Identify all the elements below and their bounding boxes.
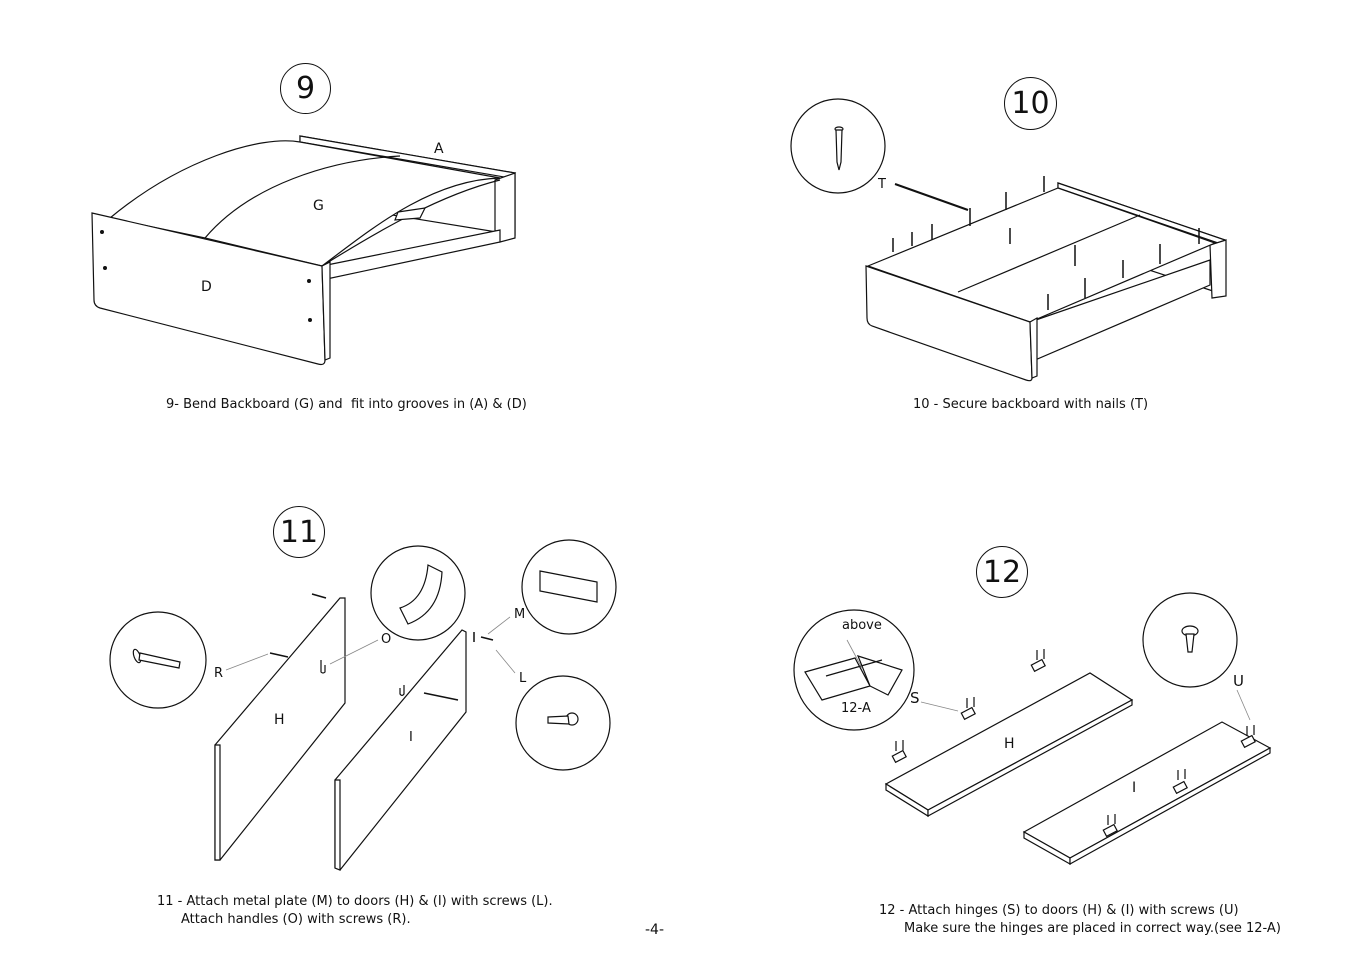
step-12-caption-line2: Make sure the hinges are placed in corre…	[904, 921, 1281, 936]
label-t: T	[878, 177, 886, 192]
step-12-number: 12	[976, 546, 1028, 598]
label-above: above	[842, 618, 882, 633]
step-9-number: 9	[280, 63, 331, 114]
label-l: L	[519, 671, 527, 686]
label-12a: 12-A	[841, 701, 871, 716]
label-h-door: H	[274, 712, 285, 728]
label-u: U	[1233, 672, 1244, 690]
step-11-number: 11	[273, 506, 325, 558]
label-r: R	[214, 666, 224, 681]
label-o: O	[381, 632, 392, 647]
step-12-caption-line1: 12 - Attach hinges (S) to doors (H) & (I…	[879, 903, 1239, 918]
step-10-number: 10	[1004, 77, 1057, 130]
step-11-caption-line1: 11 - Attach metal plate (M) to doors (H)…	[157, 894, 553, 909]
label-i-door-12: I	[1132, 780, 1137, 796]
step-11-caption-line2: Attach handles (O) with screws (R).	[181, 912, 411, 927]
label-a: A	[434, 141, 444, 157]
step-10-caption: 10 - Secure backboard with nails (T)	[913, 397, 1149, 412]
label-h-door-12: H	[1004, 736, 1015, 752]
label-i-door: I	[409, 730, 413, 745]
label-m: M	[514, 607, 526, 622]
label-d: D	[201, 279, 212, 295]
step-9-caption: 9- Bend Backboard (G) and fit into groov…	[166, 397, 527, 412]
label-g: G	[313, 198, 324, 214]
page-number: -4-	[645, 922, 665, 938]
label-s: S	[910, 689, 920, 707]
